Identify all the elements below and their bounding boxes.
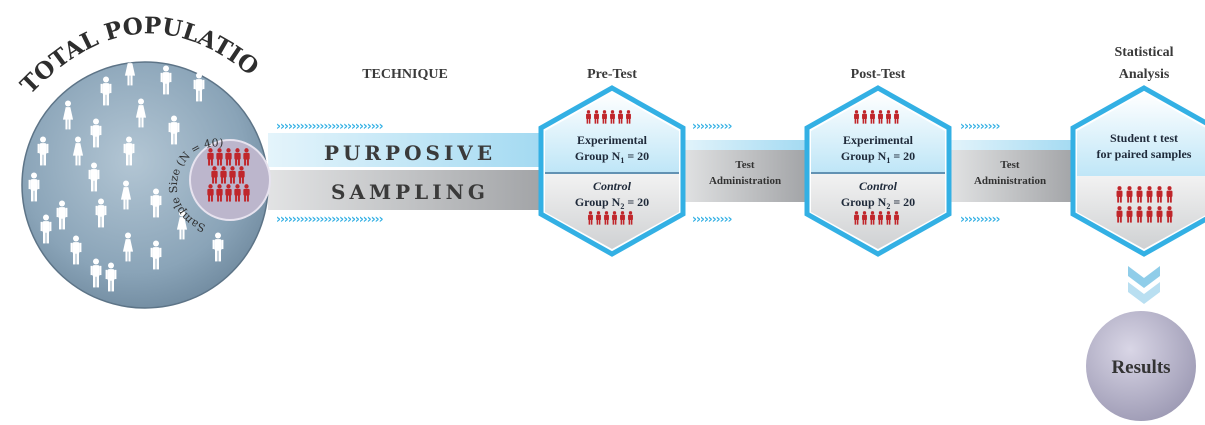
pretest-hexagon: Pre-Test Experimental Group N1 = 20 Cont… — [538, 67, 686, 257]
results-label: Results — [1111, 357, 1170, 378]
experimental-label: Experimental — [843, 133, 914, 147]
sampling-band — [268, 170, 560, 210]
results-node: Results — [1086, 311, 1196, 421]
chevron-down-icon — [1128, 266, 1160, 304]
analysis-method-line1: Student t test — [1110, 131, 1178, 145]
experimental-label: Experimental — [577, 133, 648, 147]
pretest-header: Pre-Test — [587, 67, 637, 82]
control-group-n: Group N2 = 20 — [575, 195, 649, 211]
experimental-half — [811, 93, 945, 172]
results-circle — [1086, 311, 1196, 421]
chevron-row-bottom: ›››››››››› — [960, 212, 1001, 226]
experimental-half — [545, 93, 679, 172]
control-half — [811, 174, 945, 249]
posttest-header: Post-Test — [851, 67, 906, 82]
chevron-row-top: ››››››››››››››››››››››››››› — [276, 119, 384, 133]
chevron-row-top: ›››››››››› — [960, 119, 1001, 133]
chevron-row-bottom: ›››››››››› — [692, 212, 733, 226]
analysis-header-line2: Analysis — [1119, 67, 1170, 82]
chevron-row-bottom: ››››››››››››››››››››››››››› — [276, 212, 384, 226]
control-half — [545, 174, 679, 249]
test-administration-connector-1: ›››››››››› ›››››››››› Test Administratio… — [680, 119, 815, 226]
chevron-row-top: ›››››››››› — [692, 119, 733, 133]
technique-band: ››››››››››››››››››››››››››› ››››››››››››… — [268, 67, 560, 226]
connector-band — [948, 148, 1083, 202]
control-group-n: Group N2 = 20 — [841, 195, 915, 211]
analysis-header-line1: Statistical — [1114, 45, 1173, 60]
analysis-method-line2: for paired samples — [1097, 147, 1192, 161]
connector-line2: Administration — [974, 175, 1046, 187]
experimental-group-n: Group N1 = 20 — [841, 149, 915, 165]
total-population: TOTAL POPULATION — [0, 0, 271, 309]
analysis-top-half — [1077, 93, 1205, 176]
test-administration-connector-2: ›››››››››› ›››››››››› Test Administratio… — [948, 119, 1083, 226]
connector-line1: Test — [1000, 159, 1019, 171]
sampling-label: SAMPLING — [331, 180, 489, 204]
statistical-analysis-hexagon: Statistical Analysis Student t test for … — [1070, 45, 1205, 257]
control-label: Control — [593, 179, 632, 193]
posttest-hexagon: Post-Test Experimental Group N1 = 20 Con… — [804, 67, 952, 257]
connector-line2: Administration — [709, 175, 781, 187]
experimental-group-n: Group N1 = 20 — [575, 149, 649, 165]
connector-line1: Test — [735, 159, 754, 171]
control-label: Control — [859, 179, 898, 193]
purposive-label: PURPOSIVE — [324, 141, 496, 165]
connector-band — [680, 148, 815, 202]
technique-header: TECHNIQUE — [362, 67, 448, 82]
purposive-band — [268, 133, 560, 167]
